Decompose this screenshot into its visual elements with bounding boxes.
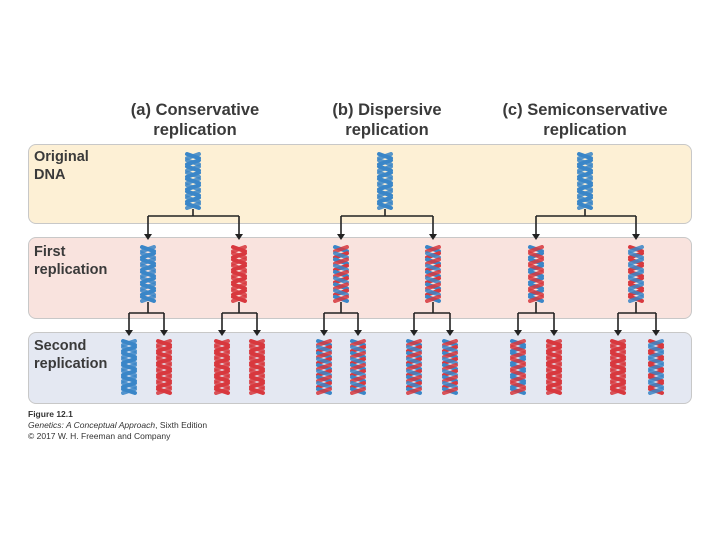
column-header-dispersive: (b) Dispersive replication: [332, 101, 442, 139]
helix-second-semiconservative-1: [510, 339, 526, 395]
helix-first-conservative-1: [140, 245, 156, 303]
helix-second-dispersive-1: [316, 339, 332, 395]
helix-second-conservative-2: [156, 339, 172, 395]
arrow-layer: [125, 209, 660, 336]
helix-second-semiconservative-3: [610, 339, 626, 395]
column-header-conservative: (a) Conservative replication: [130, 101, 260, 139]
helix-first-dispersive-1: [333, 245, 349, 303]
helix-second-dispersive-4: [442, 339, 458, 395]
arrow-first-to-second-dispersive-1: [320, 302, 362, 336]
helix-original-conservative: [185, 152, 201, 210]
helix-layer: [121, 152, 664, 395]
column-header-semiconservative: (c) Semiconservative replication: [502, 101, 668, 139]
helix-second-dispersive-2: [350, 339, 366, 395]
arrow-first-to-second-conservative-2: [218, 302, 261, 336]
arrow-first-to-second-conservative-1: [125, 302, 168, 336]
helix-second-conservative-3: [214, 339, 230, 395]
arrow-first-to-second-semiconservative-2: [614, 302, 660, 336]
arrow-first-to-second-dispersive-2: [410, 302, 454, 336]
helix-second-semiconservative-4: [648, 339, 664, 395]
helix-first-conservative-2: [231, 245, 247, 303]
copyright-line: © 2017 W. H. Freeman and Company: [28, 431, 171, 441]
helix-second-semiconservative-2: [546, 339, 562, 395]
book-citation: Genetics: A Conceptual Approach, Sixth E…: [28, 420, 208, 430]
helix-first-semiconservative-2: [628, 245, 644, 303]
figure-caption: Figure 12.1 Genetics: A Conceptual Appro…: [28, 409, 207, 442]
helix-original-dispersive: [377, 152, 393, 210]
helix-second-conservative-1: [121, 339, 137, 395]
helix-second-conservative-4: [249, 339, 265, 395]
arrow-first-to-second-semiconservative-1: [514, 302, 558, 336]
arrow-original-to-first-dispersive: [337, 209, 437, 240]
arrow-original-to-first-semiconservative: [532, 209, 640, 240]
figure-number: Figure 12.1: [28, 409, 73, 419]
helix-second-dispersive-3: [406, 339, 422, 395]
helix-first-semiconservative-1: [528, 245, 544, 303]
helix-original-semiconservative: [577, 152, 593, 210]
helix-first-dispersive-2: [425, 245, 441, 303]
arrow-original-to-first-conservative: [144, 209, 243, 240]
row-panel-first-replication: [28, 237, 692, 319]
